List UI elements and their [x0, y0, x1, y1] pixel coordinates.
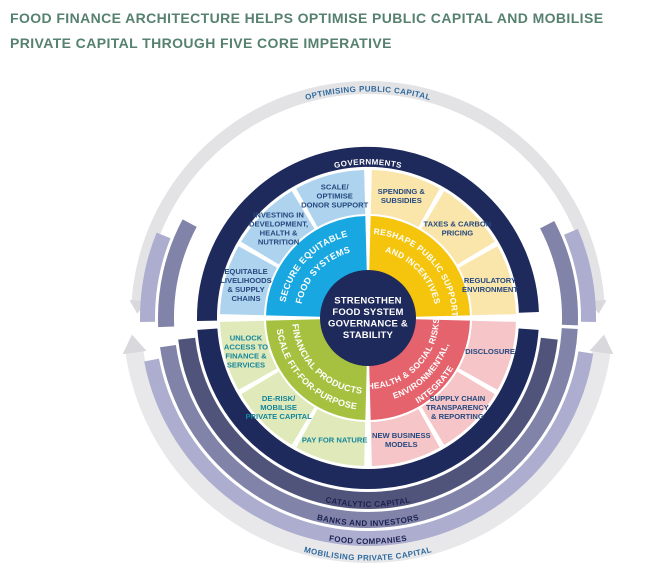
banks-investors-band-right-tail [540, 221, 578, 326]
governments-label: GOVERNMENTS [333, 157, 403, 170]
page-title: FOOD FINANCE ARCHITECTURE HELPS OPTIMISE… [10, 6, 660, 56]
quadrant-reshape [368, 216, 470, 318]
segment-reshape-0-label-line-1: SUBSIDIES [381, 196, 422, 205]
segment-integrate-1-label-line-2: & REPORTING [431, 412, 484, 421]
segment-secure-2-label-line-3: CHAINS [231, 294, 260, 303]
segment-reshape-1 [420, 191, 495, 266]
segment-secure-1-label-line-0: INVESTING IN [253, 211, 304, 220]
food-companies-label: FOOD COMPANIES [328, 534, 407, 546]
segment-scale-2-label: PAY FOR NATURE [302, 436, 368, 445]
food-companies-band-left-tail [140, 232, 171, 322]
page-title-line1: FOOD FINANCE ARCHITECTURE HELPS OPTIMISE… [10, 10, 604, 26]
segment-reshape-0-label: SPENDING &SUBSIDIES [378, 187, 426, 205]
segment-scale-2 [296, 408, 366, 466]
segment-secure-2-label-line-0: EQUITABLE [224, 267, 267, 276]
quadrant-scale [266, 318, 368, 420]
segment-reshape-2-label-line-1: ENVIRONMENT [462, 285, 518, 294]
segment-secure-1-label-line-1: DEVELOPMENT, [249, 220, 308, 229]
segment-reshape-2 [458, 246, 516, 316]
center-goal-label-line-0: STRENGTHEN [334, 295, 401, 306]
segment-integrate-1-label-line-1: TRANSPARENCY [426, 403, 489, 412]
segment-secure-2-label-line-1: LIVELIHOODS [220, 276, 271, 285]
mobilising-private-capital-band [122, 334, 614, 563]
segment-secure-1 [241, 191, 316, 266]
segment-secure-1-label-line-3: NUTRITION [258, 238, 299, 247]
segment-reshape-0 [370, 170, 440, 228]
segment-scale-0-label-line-2: FINANCE & [225, 351, 267, 360]
quadrant-integrate [368, 318, 470, 420]
food-companies-band [144, 351, 594, 546]
segment-integrate-1 [420, 370, 495, 445]
segment-integrate-0 [458, 320, 516, 390]
segment-scale-1-label-line-0: DE-RISK/ [262, 394, 296, 403]
banks-investors-band-left-tail [158, 219, 197, 328]
segment-secure-0-label-line-1: OPTIMISE [317, 192, 353, 201]
segment-scale-1 [241, 370, 316, 445]
segment-scale-2-label-line-0: PAY FOR NATURE [302, 436, 368, 445]
segment-secure-0 [296, 170, 366, 228]
center-goal-circle [320, 270, 416, 366]
center-goal-label-line-1: FOOD SYSTEM [332, 307, 403, 318]
segment-integrate-2 [370, 408, 440, 466]
governments-band [197, 146, 539, 321]
center-goal-label-line-3: STABILITY [343, 330, 394, 341]
segment-reshape-1-label-line-1: PRICING [442, 229, 474, 238]
segment-integrate-1-label-line-0: SUPPLY CHAIN [430, 394, 486, 403]
segment-secure-2-label-line-2: & SUPPLY [227, 285, 264, 294]
segment-integrate-2-label-line-0: NEW BUSINESS [372, 431, 431, 440]
segment-reshape-2-label-line-0: REGULATORY [464, 276, 516, 285]
catalytic-capital-band [178, 337, 558, 510]
segment-scale-0 [220, 320, 278, 390]
food-companies-label-text: FOOD COMPANIES [328, 534, 407, 546]
banks-investors-band [160, 328, 578, 528]
segment-secure-0-label-line-2: DONOR SUPPORT [301, 201, 368, 210]
segment-scale-1-label-line-1: MOBILISE [260, 403, 297, 412]
segment-integrate-0-label: DISCLOSURE [465, 347, 515, 356]
segment-integrate-0-label-line-0: DISCLOSURE [465, 347, 515, 356]
segment-secure-0-label-line-0: SCALE/ [321, 183, 350, 192]
center-goal-label-line-2: GOVERNANCE & [328, 318, 408, 329]
segment-secure-1-label-line-2: HEALTH & [260, 229, 298, 238]
segment-scale-0-label-line-0: UNLOCK [230, 333, 263, 342]
navy-ring-bottom [197, 328, 539, 490]
page-title-line2: PRIVATE CAPITAL THROUGH FIVE CORE IMPERA… [10, 35, 392, 51]
quadrant-secure [266, 216, 368, 318]
segment-scale-0-label-line-1: ACCESS TO [224, 342, 268, 351]
segment-secure-2 [220, 246, 278, 316]
optimising-public-capital-band [129, 81, 607, 314]
segment-reshape-1-label-line-0: TAXES & CARBON [424, 220, 492, 229]
segment-reshape-0-label-line-0: SPENDING & [378, 187, 426, 196]
food-companies-band-right-tail [564, 228, 596, 322]
segment-scale-1-label-line-2: PRIVATE CAPITAL [245, 412, 312, 421]
segment-integrate-2-label-line-1: MODELS [385, 440, 418, 449]
governments-label-text: GOVERNMENTS [333, 157, 402, 170]
segment-scale-0-label-line-3: SERVICES [227, 360, 265, 369]
